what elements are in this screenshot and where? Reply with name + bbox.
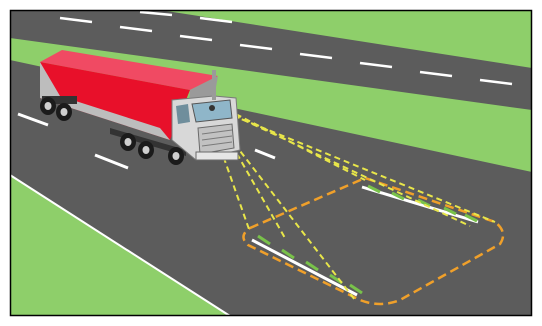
trailer-side	[40, 62, 190, 140]
far-road-lane-markings	[59, 10, 513, 86]
wheel-hub	[44, 102, 52, 110]
cab-grille	[197, 123, 235, 155]
road-edge-line	[9, 174, 231, 317]
cab-side-window	[176, 104, 190, 124]
exhaust-stack	[212, 70, 216, 100]
trailer-undercarriage	[42, 96, 77, 104]
wheel-hub	[142, 146, 150, 154]
far-road	[10, 10, 532, 110]
detected-lane-line	[251, 185, 479, 297]
wheel-hub	[124, 138, 132, 146]
grille-lines	[201, 129, 233, 147]
main-road-lane-markings	[17, 112, 276, 170]
wheel-hub	[172, 152, 180, 160]
lane-marker-ticks	[257, 184, 478, 295]
frame-border	[9, 9, 533, 317]
semi-truck-illustration	[40, 50, 241, 165]
camera-sensor-icon	[209, 105, 215, 111]
front-bumper	[195, 151, 239, 161]
wheels	[40, 97, 184, 165]
trailer-top	[40, 50, 218, 90]
detection-zone-outline	[242, 176, 505, 306]
wheel-hub	[60, 108, 68, 116]
